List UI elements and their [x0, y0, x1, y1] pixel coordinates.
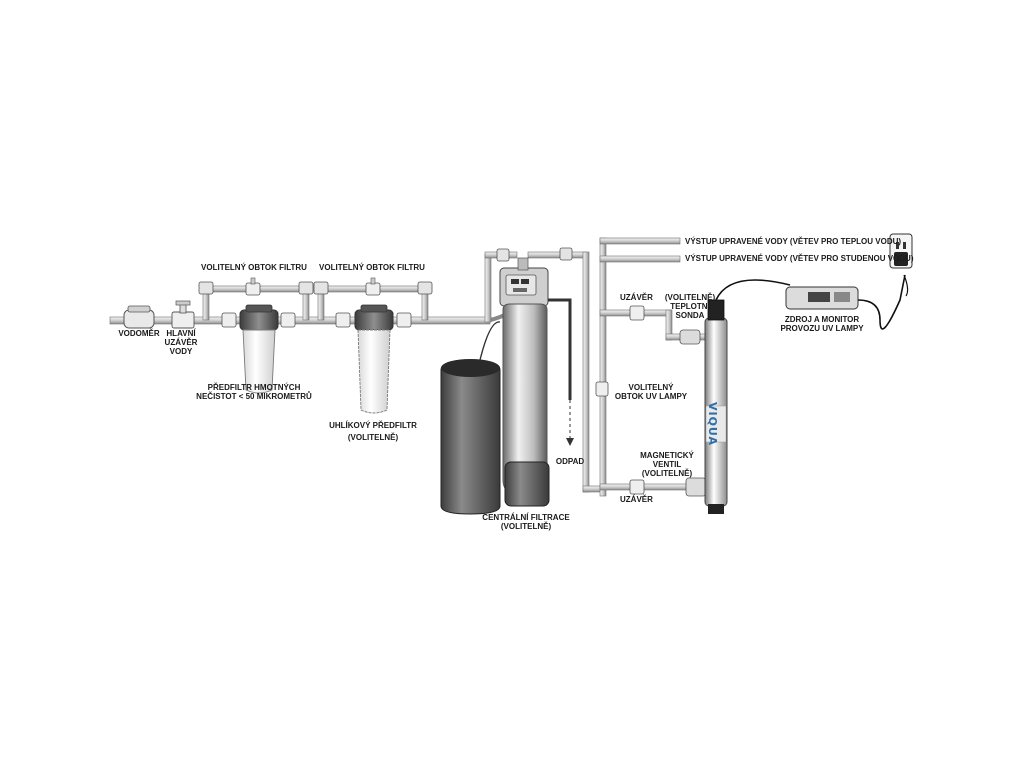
main-valve-label-1: HLAVNÍ: [166, 329, 196, 338]
uv-bypass-label-2: OBTOK UV LAMPY: [615, 392, 688, 401]
uv-bypass-label-1: VOLITELNÝ: [629, 383, 675, 392]
uv-lamp-chamber: [704, 299, 728, 514]
solenoid-label-3: (VOLITELNĚ): [642, 469, 693, 478]
carbon-label-2: (VOLITELNĚ): [348, 433, 399, 442]
sediment-prefilter: [239, 304, 279, 394]
softener-control-head: [499, 257, 549, 307]
inline-valves: [221, 312, 412, 328]
temp-probe-label-1: (VOLITELNĚ): [665, 293, 716, 302]
drain-line: [548, 298, 574, 446]
water-meter: [123, 305, 155, 329]
softener-pipes: [484, 247, 606, 493]
filter-bypass-1: [198, 277, 314, 321]
wall-outlet: [889, 233, 913, 269]
solenoid-label-1: MAGNETICKÝ: [640, 451, 694, 460]
outlet-hot-label: VÝSTUP UPRAVENÉ VODY (VĚTEV PRO TEPLOU V…: [685, 237, 901, 246]
central-label-1: CENTRÁLNÍ FILTRACE: [482, 513, 570, 522]
uv-controller: [715, 274, 909, 330]
main-shutoff-valve: [171, 300, 195, 329]
power-label-1: ZDROJ A MONITOR: [785, 315, 860, 324]
bypass-2-label: VOLITELNÝ OBTOK FILTRU: [319, 263, 425, 272]
meter-label: VODOMĚR: [118, 329, 160, 338]
valve-top-label: UZÁVĚR: [620, 293, 653, 302]
central-label-2: (VOLITELNĚ): [501, 522, 552, 531]
valve-bottom-label: UZÁVĚR: [620, 495, 653, 504]
carbon-prefilter: [354, 304, 394, 414]
brine-tank: [440, 321, 550, 515]
bypass-1-label: VOLITELNÝ OBTOK FILTRU: [201, 263, 307, 272]
inlet-pipe: [109, 310, 512, 325]
sediment-label-2: NEČISTOT < 50 MIKROMETRŮ: [196, 391, 312, 401]
temp-probe-label-3: SONDA: [676, 311, 705, 320]
carbon-label-1: UHLÍKOVÝ PŘEDFILTR: [329, 421, 417, 430]
drain-label: ODPAD: [556, 457, 585, 466]
temp-probe-label-2: TEPLOTNÍ: [670, 302, 710, 311]
brand-logo: VIQUA: [706, 402, 719, 446]
solenoid-label-2: VENTIL: [653, 460, 682, 469]
sediment-label-1: PŘEDFILTR HMOTNÝCH: [208, 383, 301, 392]
uv-branch-pipes: [595, 237, 711, 497]
main-valve-label-2: UZÁVĚR: [165, 338, 198, 347]
power-label-2: PROVOZU UV LAMPY: [780, 324, 864, 333]
outlet-cold-label: VÝSTUP UPRAVENÉ VODY (VĚTEV PRO STUDENOU…: [685, 254, 914, 263]
main-valve-label-3: VODY: [170, 347, 193, 356]
filter-bypass-2: [313, 277, 433, 321]
